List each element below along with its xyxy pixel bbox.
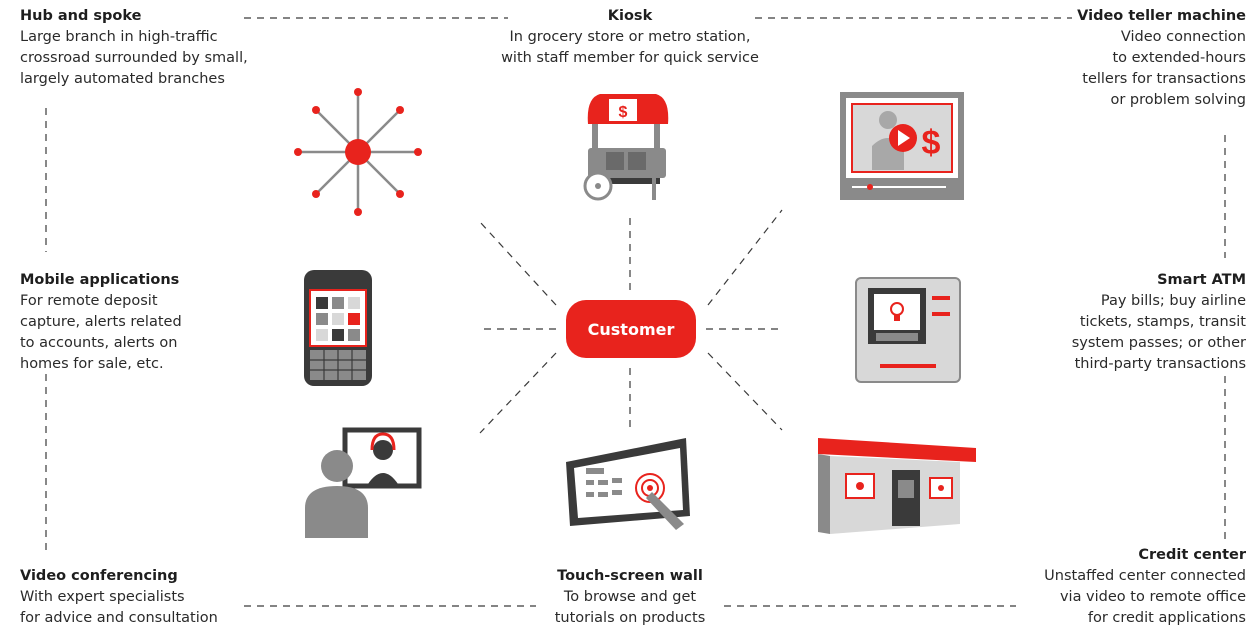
channel-desc-line: capture, alerts related	[20, 314, 182, 330]
svg-text:$: $	[922, 124, 941, 162]
mobile-phone-icon	[304, 270, 372, 386]
channel-kiosk: Kiosk In grocery store or metro station,…	[480, 6, 780, 69]
channel-desc-line: or problem solving	[1110, 92, 1246, 108]
channel-desc-line: Large branch in high-traffic	[20, 29, 218, 45]
channel-desc-line: Unstaffed center connected	[1044, 568, 1246, 584]
channel-desc-line: tellers for transactions	[1082, 71, 1246, 87]
channel-touch-screen-wall: Touch-screen wall To browse and get tuto…	[480, 566, 780, 629]
channel-title: Touch-screen wall	[557, 568, 703, 584]
channel-desc-line: crossroad surrounded by small,	[20, 50, 248, 66]
channel-title: Video conferencing	[20, 568, 178, 584]
channel-desc-line: with staff member for quick service	[501, 50, 759, 66]
channel-desc-line: tutorials on products	[554, 610, 706, 626]
channel-desc-line: via video to remote office	[1059, 589, 1246, 605]
video-teller-screen-icon: $	[840, 92, 964, 200]
channel-desc-line: homes for sale, etc.	[20, 356, 164, 372]
channel-credit-center: Credit center Unstaffed center connected…	[1044, 545, 1246, 629]
smart-atm-icon	[855, 277, 961, 383]
credit-center-building-icon	[818, 438, 976, 534]
channel-desc-line: In grocery store or metro station,	[509, 29, 751, 45]
customer-hub: Customer	[566, 300, 696, 358]
channel-desc-line: to accounts, alerts on	[20, 335, 178, 351]
channel-mobile-applications: Mobile applications For remote deposit c…	[20, 270, 182, 375]
channel-title: Kiosk	[607, 8, 653, 24]
channel-title: Smart ATM	[1157, 272, 1246, 288]
hub-and-spoke-icon	[294, 88, 422, 216]
channel-title: Video teller machine	[1077, 8, 1246, 24]
channel-title: Hub and spoke	[20, 8, 142, 24]
channel-smart-atm: Smart ATM Pay bills; buy airline tickets…	[1072, 270, 1246, 375]
channel-title: Mobile applications	[20, 272, 180, 288]
kiosk-cart-icon: $	[583, 94, 669, 201]
channel-video-conferencing: Video conferencing With expert specialis…	[20, 566, 218, 629]
channel-video-teller-machine: Video teller machine Video connection to…	[1077, 6, 1246, 111]
channel-desc-line: To browse and get	[563, 589, 697, 605]
touch-screen-wall-icon	[566, 438, 690, 530]
channel-hub-and-spoke: Hub and spoke Large branch in high-traff…	[20, 6, 248, 90]
channel-desc-line: Pay bills; buy airline	[1100, 293, 1246, 309]
channel-desc-line: With expert specialists	[20, 589, 185, 605]
channel-desc-line: third-party transactions	[1074, 356, 1246, 372]
svg-text:$: $	[619, 104, 628, 121]
channel-desc-line: For remote deposit	[20, 293, 158, 309]
channel-desc-line: for advice and consultation	[20, 610, 218, 626]
channel-desc-line: Video connection	[1120, 29, 1246, 45]
channel-title: Credit center	[1138, 547, 1246, 563]
channel-desc-line: system passes; or other	[1071, 335, 1246, 351]
video-conference-icon	[305, 427, 422, 538]
channel-desc-line: tickets, stamps, transit	[1079, 314, 1246, 330]
channel-desc-line: to extended-hours	[1112, 50, 1246, 66]
channel-desc-line: largely automated branches	[20, 71, 225, 87]
channel-desc-line: for credit applications	[1087, 610, 1246, 626]
